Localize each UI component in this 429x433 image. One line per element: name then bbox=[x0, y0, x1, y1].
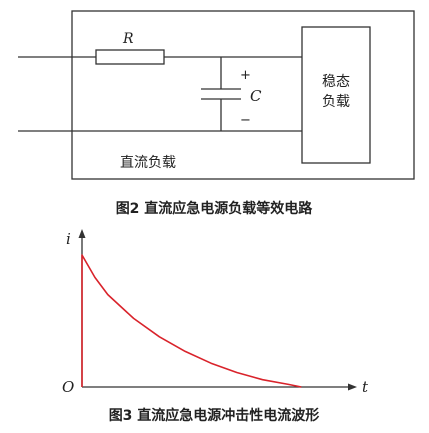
figure3-caption: 图3 直流应急电源冲击性电流波形 bbox=[109, 407, 320, 424]
steady-load-box bbox=[301, 26, 371, 164]
equivalent-circuit bbox=[18, 10, 415, 180]
resistor bbox=[95, 49, 165, 65]
x-axis-arrow bbox=[348, 383, 357, 391]
y-axis-arrow bbox=[78, 229, 86, 238]
steady-load-label-line2: 负载 bbox=[322, 94, 350, 110]
capacitor-minus-sign: − bbox=[240, 113, 251, 128]
dc-load-label: 直流负载 bbox=[120, 154, 176, 171]
capacitor-plus-sign: + bbox=[240, 68, 251, 83]
y-axis-label: i bbox=[66, 230, 71, 248]
steady-load-label-line1: 稳态 bbox=[322, 74, 350, 90]
capacitor-label: C bbox=[250, 87, 262, 105]
dc-load-box bbox=[71, 10, 415, 180]
resistor-label: R bbox=[122, 31, 134, 47]
origin-label: O bbox=[62, 378, 74, 396]
figure2-caption: 图2 直流应急电源负载等效电路 bbox=[116, 200, 314, 217]
current-waveform-curve bbox=[81, 254, 302, 388]
waveform-chart bbox=[78, 229, 357, 391]
x-axis-label: t bbox=[362, 378, 369, 396]
